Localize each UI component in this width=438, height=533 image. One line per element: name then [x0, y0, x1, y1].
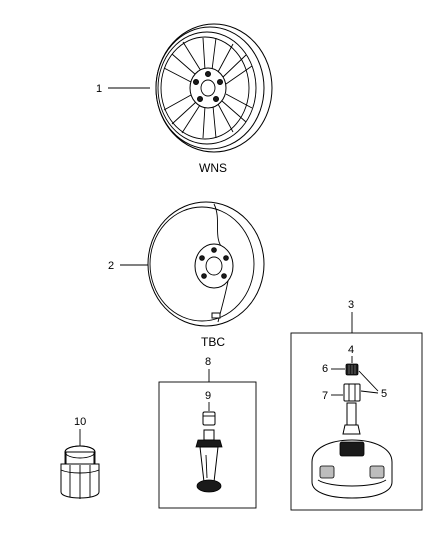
- spare-wheel[interactable]: [147, 201, 265, 327]
- callout-3: 3: [348, 299, 354, 311]
- callout-8: 8: [205, 356, 211, 368]
- callout-1: 1: [96, 83, 102, 95]
- valve-cap[interactable]: [345, 363, 359, 376]
- lug-nut[interactable]: [60, 445, 100, 499]
- valve-nut[interactable]: [343, 383, 361, 402]
- callout-10: 10: [74, 416, 86, 428]
- callout-4: 4: [348, 344, 354, 356]
- alloy-wheel[interactable]: [155, 23, 273, 153]
- rubber-valve-stem[interactable]: [195, 429, 223, 493]
- leader-line-5b: [360, 390, 379, 394]
- callout-6: 6: [322, 363, 328, 375]
- tpms-sensor[interactable]: [311, 402, 393, 499]
- valve-stem-cap[interactable]: [202, 411, 216, 426]
- callout-5: 5: [381, 388, 387, 400]
- callout-7: 7: [322, 390, 328, 402]
- leader-line-5a: [358, 370, 379, 392]
- callout-2: 2: [108, 260, 114, 272]
- sensor-group-box: [290, 332, 423, 511]
- callout-9: 9: [205, 390, 211, 402]
- wheel-caption: WNS: [199, 161, 227, 175]
- spare-caption: TBC: [201, 335, 225, 349]
- valve-stem-box: [158, 381, 257, 509]
